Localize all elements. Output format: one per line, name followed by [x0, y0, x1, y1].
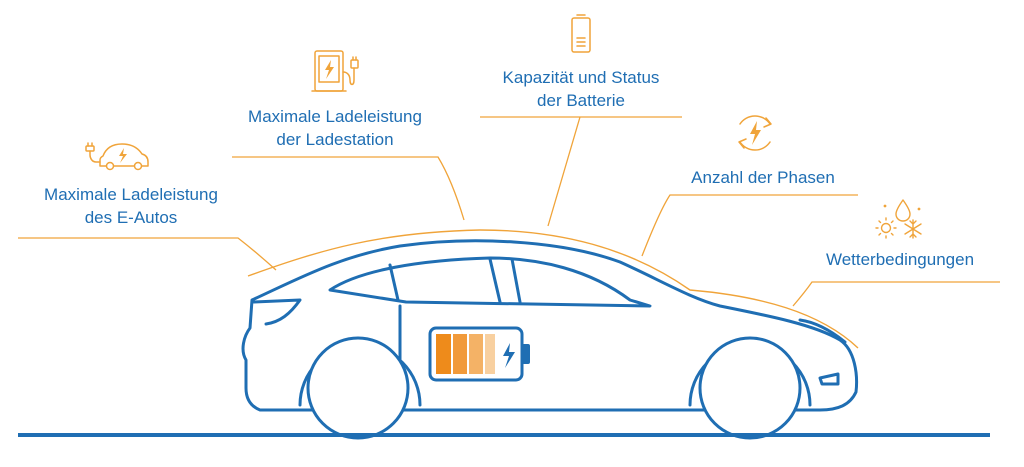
raindrop-icon [895, 199, 911, 222]
leader-line-battery [480, 116, 682, 227]
rear-wheel [306, 336, 410, 440]
ground-line [18, 433, 990, 437]
leader-line-phases [641, 194, 858, 257]
label-phases: Anzahl der Phasen [668, 166, 858, 189]
car-window-pillar-front [388, 263, 400, 302]
car-rear-detail [252, 298, 302, 326]
car [241, 239, 859, 440]
battery-icon [571, 14, 591, 53]
leader-line-weather [792, 281, 1000, 307]
charging-station-icon [311, 50, 359, 92]
label-station-power-line1: Maximale Ladeleistung [248, 107, 422, 126]
label-battery-line1: Kapazität und Status [502, 68, 660, 87]
ev-car-plug-icon [85, 142, 149, 171]
label-car-power-line1: Maximale Ladeleistung [44, 185, 218, 204]
car-battery-terminal [522, 344, 530, 364]
label-station-power-line2: der Ladestation [276, 130, 394, 149]
label-weather: Wetterbedingungen [800, 248, 1000, 271]
battery-cell [485, 334, 495, 374]
leader-lines [18, 116, 1000, 307]
snowflake-icon [904, 219, 922, 239]
label-weather-line1: Wetterbedingungen [825, 250, 975, 269]
battery-cell [436, 334, 451, 374]
leader-line-station-power [232, 156, 465, 221]
car-fog-light [818, 372, 840, 386]
car-headlight [798, 318, 847, 344]
label-car-power-line2: des E-Autos [84, 208, 178, 227]
car-window-pillar-middle [488, 257, 502, 304]
phase-cycle-icon [738, 115, 772, 151]
label-battery-line2: der Batterie [537, 91, 625, 110]
battery-cell [453, 334, 467, 374]
car-roof-outline [247, 229, 859, 349]
car-battery [428, 326, 530, 382]
front-wheel [698, 336, 802, 440]
car-window-outline [328, 256, 652, 308]
leader-line-car-power [18, 237, 277, 271]
label-car-power: Maximale Ladeleistung des E-Autos [20, 183, 242, 229]
label-battery: Kapazität und Status der Batterie [474, 66, 688, 112]
car-body-outline [241, 239, 859, 412]
label-phases-line1: Anzahl der Phasen [691, 168, 835, 187]
label-station-power: Maximale Ladeleistung der Ladestation [228, 105, 442, 151]
lightning-bolt-icon [503, 343, 515, 368]
car-window-pillar-b [510, 257, 522, 304]
sun-icon [875, 217, 897, 239]
weather-icons [875, 199, 922, 239]
battery-cell [469, 334, 483, 374]
